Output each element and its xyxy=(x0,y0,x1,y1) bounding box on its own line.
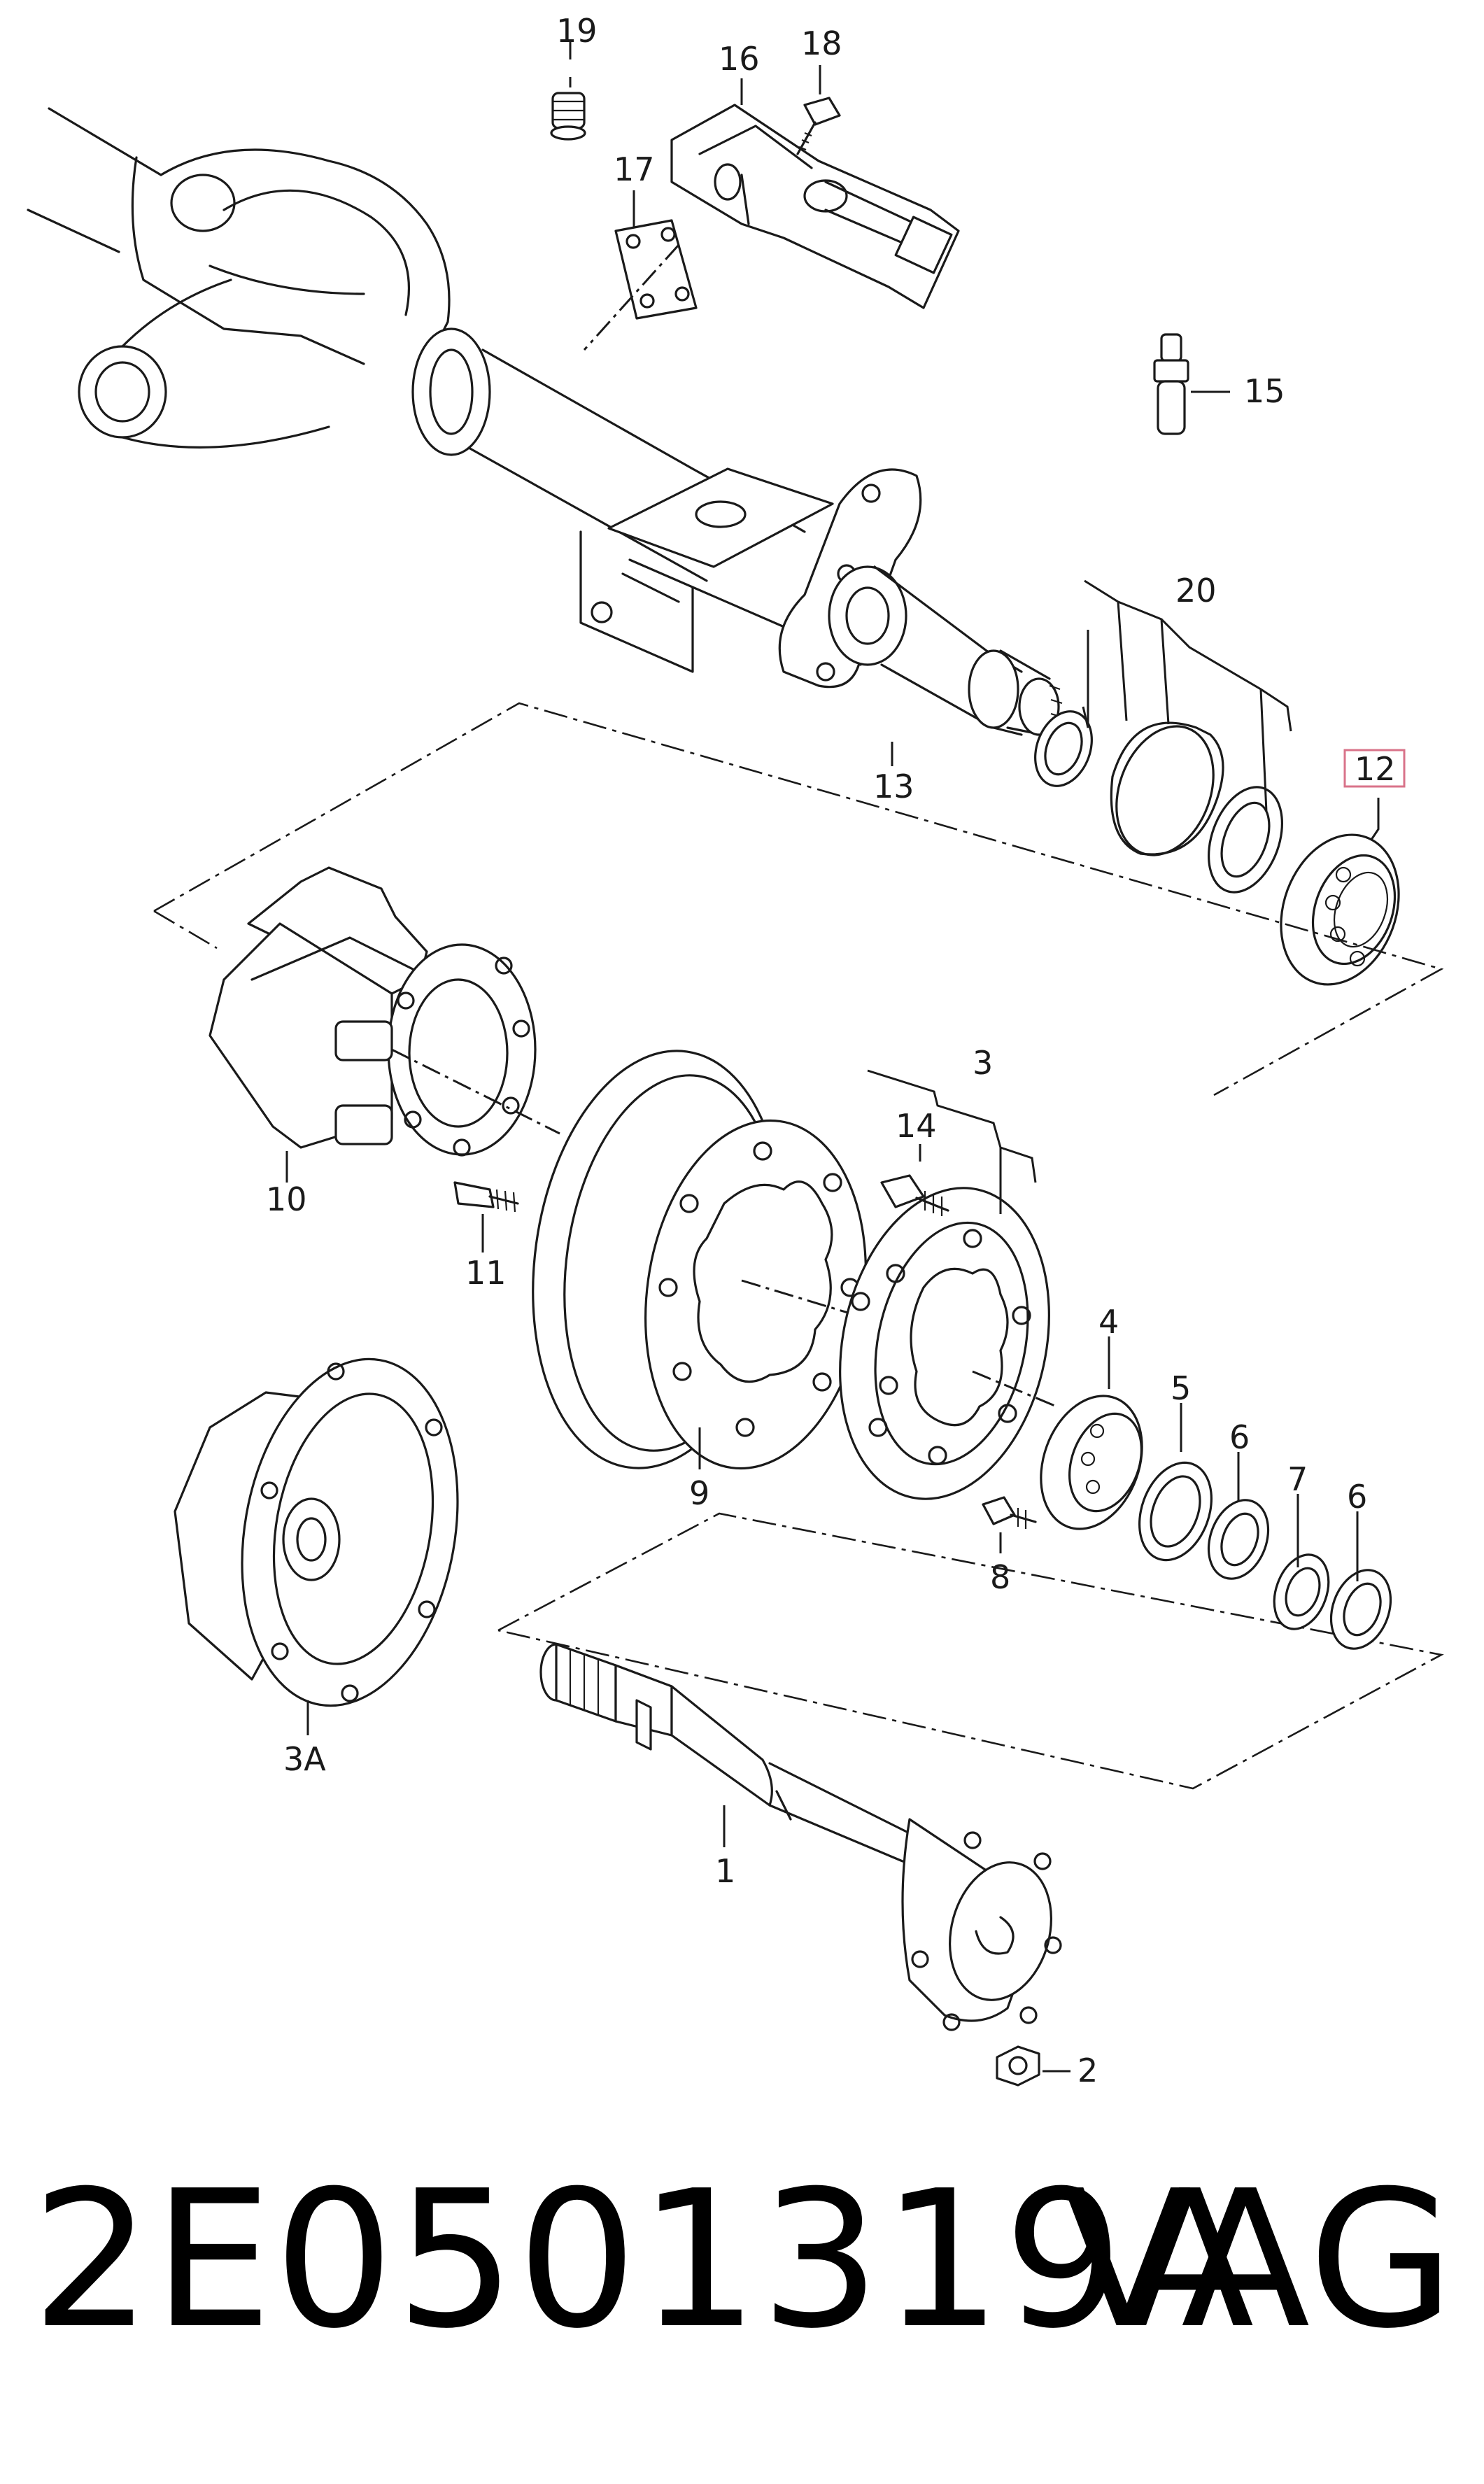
brand-name: VAG xyxy=(1062,2150,1456,2370)
callout-15[interactable]: 15 xyxy=(1244,372,1285,410)
seal-ring-20a[interactable] xyxy=(1025,703,1101,793)
callout-19[interactable]: 19 xyxy=(556,12,598,50)
callout-6-first[interactable]: 6 xyxy=(1229,1418,1250,1456)
hex-nut-2[interactable] xyxy=(996,2045,1040,2087)
seal-ring-5[interactable] xyxy=(1126,1453,1224,1570)
callout-13[interactable]: 13 xyxy=(873,768,914,805)
callout-3a[interactable]: 3A xyxy=(283,1740,326,1778)
bolt-18[interactable] xyxy=(796,97,841,155)
callout-9[interactable]: 9 xyxy=(689,1474,709,1512)
callout-12[interactable]: 12 xyxy=(1355,750,1396,788)
seal-ring-20c[interactable] xyxy=(1195,777,1296,902)
wheel-hub-10[interactable] xyxy=(209,866,560,1157)
bearing-4[interactable] xyxy=(1024,1382,1160,1544)
stub-axle-spindle[interactable] xyxy=(828,565,1063,736)
callout-17[interactable]: 17 xyxy=(614,150,655,188)
callout-20[interactable]: 20 xyxy=(1175,572,1217,609)
callout-11[interactable]: 11 xyxy=(465,1254,507,1292)
bleeder-valve-15[interactable] xyxy=(1153,333,1189,435)
part-number: 2E0501319A xyxy=(31,2150,1256,2370)
callout-7[interactable]: 7 xyxy=(1287,1460,1308,1498)
callout-10[interactable]: 10 xyxy=(266,1180,307,1218)
hub-3a[interactable] xyxy=(174,1342,483,1723)
callout-14[interactable]: 14 xyxy=(896,1107,937,1145)
callout-4[interactable]: 4 xyxy=(1098,1303,1119,1341)
lock-washer-7[interactable] xyxy=(1264,1547,1338,1637)
assembly-line-upper xyxy=(153,702,1444,1096)
bolt-14[interactable] xyxy=(880,1174,949,1216)
callout-2[interactable]: 2 xyxy=(1077,2052,1098,2089)
callout-leaders xyxy=(285,42,1380,2073)
callout-6-second[interactable]: 6 xyxy=(1347,1478,1367,1516)
bearing-race-20b[interactable] xyxy=(1099,712,1230,868)
lock-nut-6b[interactable] xyxy=(1321,1562,1401,1657)
assembly-line-lower xyxy=(497,1512,1444,1790)
bracket-plate-17[interactable] xyxy=(583,219,698,351)
bolt-8[interactable] xyxy=(982,1496,1037,1529)
brake-drum-9[interactable] xyxy=(507,1035,887,1485)
breather-cap-19[interactable] xyxy=(550,92,586,141)
callout-16[interactable]: 16 xyxy=(719,40,760,78)
callout-8[interactable]: 8 xyxy=(990,1558,1010,1596)
wheel-stud-11[interactable] xyxy=(453,1181,519,1213)
callout-5[interactable]: 5 xyxy=(1171,1369,1191,1407)
highlight-box xyxy=(1343,749,1406,788)
assembly-line-upper-left xyxy=(153,910,218,950)
axle-shaft-1[interactable] xyxy=(539,1643,1066,2031)
brake-pressure-regulator-16[interactable] xyxy=(670,104,960,309)
callout-18[interactable]: 18 xyxy=(801,24,842,62)
wheel-bearing-12[interactable] xyxy=(1261,818,1419,1001)
lock-nut-6a[interactable] xyxy=(1199,1492,1279,1587)
callout-1[interactable]: 1 xyxy=(715,1852,735,1890)
brake-backing-plate-3[interactable] xyxy=(812,1169,1076,1518)
caption-bar: 2E0501319A VAG xyxy=(0,2155,1484,2365)
callout-3[interactable]: 3 xyxy=(973,1044,993,1082)
